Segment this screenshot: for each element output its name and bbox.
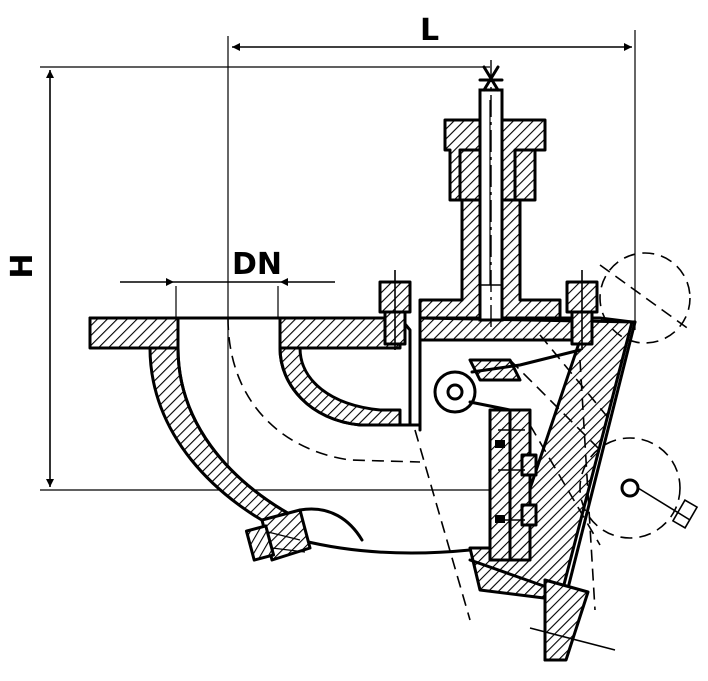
open-position-outline — [414, 252, 699, 621]
drain-plug — [244, 507, 364, 562]
dimension-label-l: L — [420, 13, 439, 48]
hinge-pin — [433, 348, 582, 414]
disc-assembly — [488, 408, 538, 562]
dimension-h: H — [5, 66, 492, 491]
dimension-l: L — [227, 13, 636, 490]
valve-bonnet — [418, 316, 637, 622]
outlet-flange — [529, 578, 616, 662]
inlet-flange — [88, 316, 402, 350]
bolt-right — [565, 270, 599, 350]
dimension-dn: DN — [120, 247, 335, 318]
dimension-label-dn: DN — [232, 247, 282, 282]
dimension-label-h: H — [5, 253, 40, 278]
bolt-left — [378, 270, 412, 350]
elbow-body — [148, 316, 472, 555]
stem-housing — [418, 60, 562, 330]
